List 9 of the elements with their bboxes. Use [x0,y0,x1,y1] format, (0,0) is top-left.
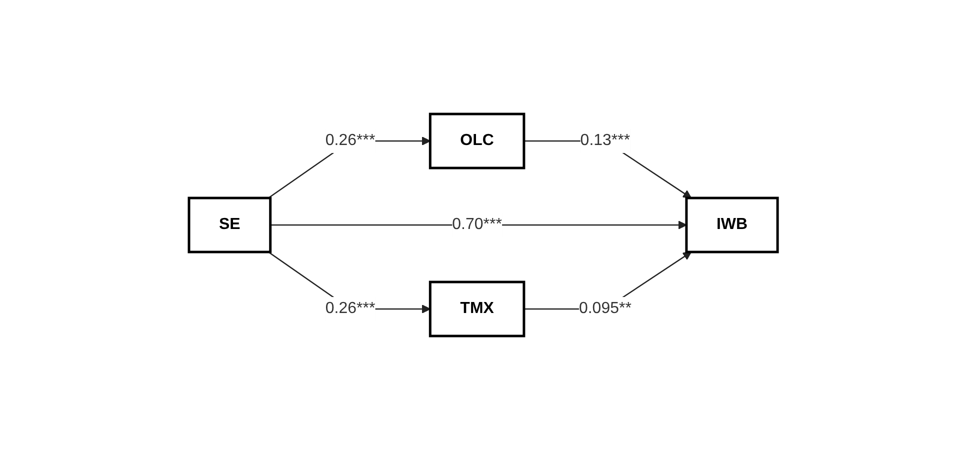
node-box: IWB [685,196,780,254]
edge-label: 0.26*** [326,132,376,149]
edge-label: 0.26*** [326,300,376,317]
edge-label: 0.13*** [580,132,630,149]
edge-label: 0.095** [579,300,632,317]
node-box: OLC [429,112,526,170]
node-box: SE [188,196,272,254]
node-box: TMX [429,280,526,338]
edge-label: 0.70*** [452,216,502,233]
